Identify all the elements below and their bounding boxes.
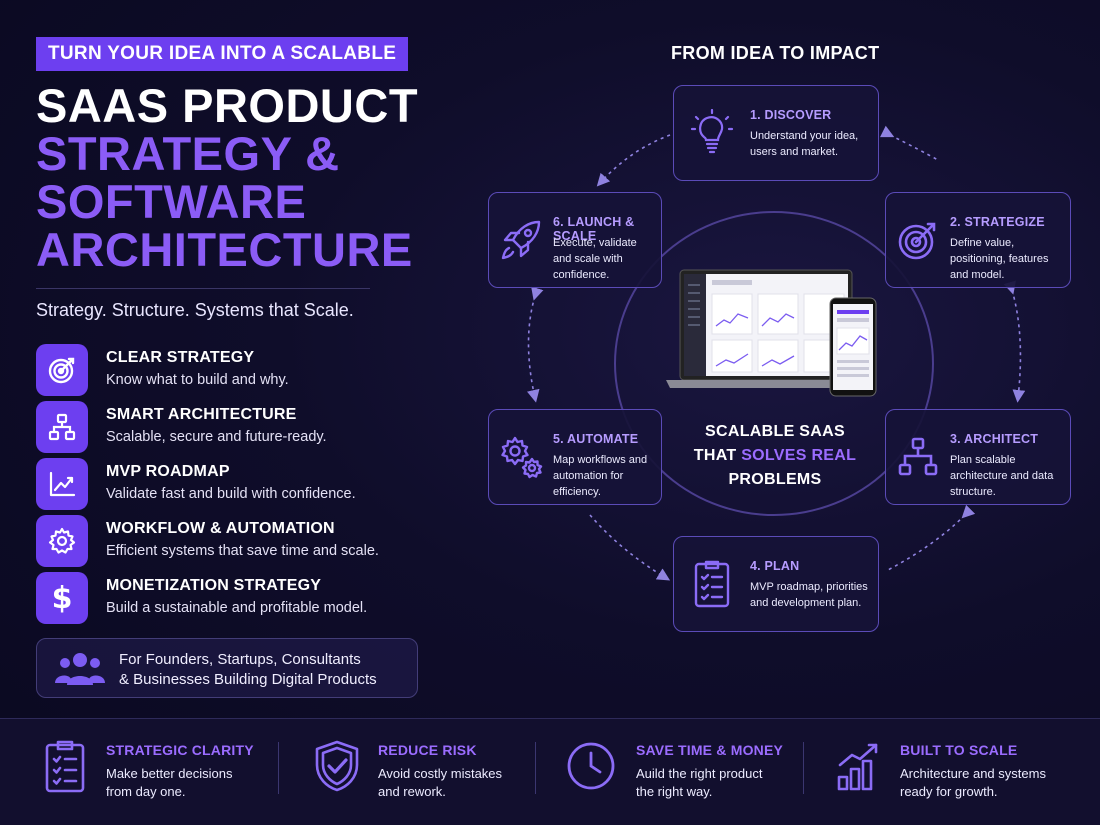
audience-banner: For Founders, Startups, Consultants & Bu… <box>36 638 418 698</box>
benefit-divider <box>803 742 804 794</box>
hierarchy-icon <box>894 432 942 482</box>
title-line-2: STRATEGY & <box>36 127 340 180</box>
people-group-icon <box>55 651 105 692</box>
feature-title: SMART ARCHITECTURE <box>106 406 297 423</box>
center-line-1: SCALABLE SAAS <box>705 423 845 440</box>
audience-line-2: & Businesses Building Digital Products <box>119 671 377 688</box>
eyebrow-banner: TURN YOUR IDEA INTO A SCALABLE <box>36 37 409 71</box>
clock-icon <box>566 738 616 794</box>
step-card-strategize: 2. STRATEGIZE Define value, positioning,… <box>885 192 1071 288</box>
step-title: 1. DISCOVER <box>750 108 832 122</box>
audience-text: For Founders, Startups, Consultants & Bu… <box>119 650 377 690</box>
step-desc: Map workflows and automation for efficie… <box>553 454 648 498</box>
gears-icon <box>497 432 545 482</box>
feature-title: CLEAR STRATEGY <box>106 349 255 366</box>
checklist-icon <box>688 559 736 609</box>
benefit-save-time-money: SAVE TIME & MONEY Auild the right produc… <box>566 730 796 810</box>
step-card-automate: 5. AUTOMATE Map workflows and automation… <box>488 409 662 505</box>
step-card-architect: 3. ARCHITECT Plan scalable architecture … <box>885 409 1071 505</box>
feature-workflow-automation: WORKFLOW & AUTOMATION Efficient systems … <box>36 515 416 567</box>
title-line-4: ARCHITECTURE <box>36 223 413 276</box>
title-line-1: SAAS PRODUCT <box>36 79 419 132</box>
step-title: 3. ARCHITECT <box>950 432 1039 446</box>
center-line-3: PROBLEMS <box>728 471 822 488</box>
title-divider <box>36 288 370 289</box>
step-title: 5. AUTOMATE <box>553 432 639 446</box>
benefit-title: BUILT TO SCALE <box>900 742 1018 758</box>
cycle-center-text: SCALABLE SAAS THAT SOLVES REAL PROBLEMS <box>670 420 880 492</box>
lightbulb-icon <box>688 108 736 158</box>
audience-line-1: For Founders, Startups, Consultants <box>119 651 361 668</box>
step-desc: Plan scalable architecture and data stru… <box>950 454 1054 498</box>
tagline: Strategy. Structure. Systems that Scale. <box>36 300 354 320</box>
step-title: 4. PLAN <box>750 559 800 573</box>
step-desc: Define value, positioning, features and … <box>950 237 1049 281</box>
page-title: SAAS PRODUCT STRATEGY & SOFTWARE ARCHITE… <box>36 82 418 274</box>
benefit-desc: Architecture and systems ready for growt… <box>900 766 1046 799</box>
feature-desc: Validate fast and build with confidence. <box>106 486 356 502</box>
clipboard-icon <box>40 738 90 794</box>
step-card-discover: 1. DISCOVER Understand your idea, users … <box>673 85 879 181</box>
device-mockup <box>666 269 877 397</box>
feature-title: MVP ROADMAP <box>106 463 230 480</box>
benefit-reduce-risk: REDUCE RISK Avoid costly mistakes and re… <box>312 730 532 810</box>
target-icon <box>36 344 88 396</box>
benefit-divider <box>535 742 536 794</box>
step-card-plan: 4. PLAN MVP roadmap, priorities and deve… <box>673 536 879 632</box>
shield-icon <box>312 738 362 794</box>
feature-desc: Know what to build and why. <box>106 372 289 388</box>
benefit-built-to-scale: BUILT TO SCALE Architecture and systems … <box>834 730 1074 810</box>
center-highlight: SOLVES REAL <box>741 447 857 464</box>
benefits-bar <box>0 718 1100 825</box>
feature-monetization: $ MONETIZATION STRATEGY Build a sustaina… <box>36 572 416 624</box>
benefit-desc: Make better decisions from day one. <box>106 766 233 799</box>
growth-chart-icon <box>834 738 884 794</box>
feature-smart-architecture: SMART ARCHITECTURE Scalable, secure and … <box>36 401 416 453</box>
center-line-2: THAT SOLVES REAL <box>693 447 857 464</box>
cycle-title: FROM IDEA TO IMPACT <box>671 43 880 63</box>
feature-mvp-roadmap: MVP ROADMAP Validate fast and build with… <box>36 458 416 510</box>
dollar-icon: $ <box>36 572 88 624</box>
benefit-desc: Auild the right product the right way. <box>636 766 763 799</box>
benefit-strategic-clarity: STRATEGIC CLARITY Make better decisions … <box>40 730 270 810</box>
benefit-title: STRATEGIC CLARITY <box>106 742 254 758</box>
benefit-divider <box>278 742 279 794</box>
trend-chart-icon <box>36 458 88 510</box>
feature-clear-strategy: CLEAR STRATEGY Know what to build and wh… <box>36 344 416 396</box>
benefit-title: REDUCE RISK <box>378 742 477 758</box>
feature-desc: Scalable, secure and future-ready. <box>106 429 327 445</box>
feature-desc: Build a sustainable and profitable model… <box>106 600 368 616</box>
feature-desc: Efficient systems that save time and sca… <box>106 543 379 559</box>
step-desc: Execute, validate and scale with confide… <box>553 237 637 281</box>
rocket-icon <box>497 215 545 265</box>
hierarchy-icon <box>36 401 88 453</box>
gear-icon <box>36 515 88 567</box>
benefit-desc: Avoid costly mistakes and rework. <box>378 766 503 799</box>
step-title: 2. STRATEGIZE <box>950 215 1045 229</box>
feature-title: MONETIZATION STRATEGY <box>106 577 322 594</box>
step-desc: MVP roadmap, priorities and development … <box>750 581 868 609</box>
target-icon <box>894 215 942 265</box>
cycle-ring <box>614 211 934 516</box>
step-card-launch-scale: 6. LAUNCH & SCALE Execute, validate and … <box>488 192 662 288</box>
cycle-arrows <box>527 125 1026 581</box>
title-line-3: SOFTWARE <box>36 175 307 228</box>
step-title: 6. LAUNCH & SCALE <box>553 215 635 243</box>
benefit-title: SAVE TIME & MONEY <box>636 742 784 758</box>
step-desc: Understand your idea, users and market. <box>750 130 859 158</box>
feature-title: WORKFLOW & AUTOMATION <box>106 520 335 537</box>
